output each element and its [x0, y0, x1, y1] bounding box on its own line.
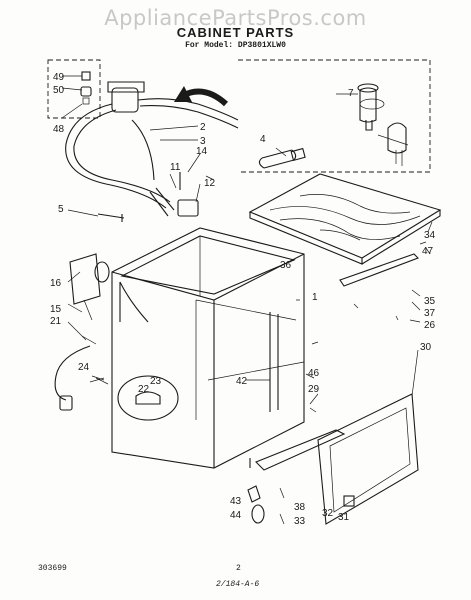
pump-group-box: [238, 59, 431, 173]
callout-49: 49: [53, 72, 65, 83]
callout-5: 5: [58, 204, 64, 215]
watermark: AppliancePartsPros.com: [104, 6, 367, 30]
callout-31: 31: [338, 512, 350, 523]
callout-38: 38: [294, 502, 306, 513]
callout-37: 37: [424, 308, 436, 319]
callout-30: 30: [420, 342, 432, 353]
callout-16: 16: [50, 278, 62, 289]
callout-labels: 49 50 48 2 3 7 4 11 14 12 5 34 47 36 1 3…: [50, 72, 436, 527]
base-rail: [249, 429, 346, 471]
power-cord-assembly: [54, 253, 110, 411]
footer-page-number: 2: [236, 564, 241, 573]
callout-22: 22: [138, 384, 150, 395]
callout-29: 29: [308, 384, 320, 395]
callout-24: 24: [78, 362, 90, 373]
footer-part-number: 303699: [38, 564, 67, 573]
callout-4: 4: [260, 134, 266, 145]
callout-33: 33: [294, 516, 306, 527]
callout-34: 34: [424, 230, 436, 241]
callout-36: 36: [280, 260, 292, 271]
callout-47: 47: [422, 246, 434, 257]
callout-26: 26: [424, 320, 436, 331]
callout-11: 11: [170, 162, 181, 173]
callout-14: 14: [196, 146, 208, 157]
direction-arrow: [174, 86, 229, 107]
model-subtitle: For Model: DP3801XLW0: [185, 41, 286, 50]
pump-hose-assembly: [65, 81, 239, 217]
callout-7: 7: [348, 88, 354, 99]
callout-43: 43: [230, 496, 242, 507]
trim-strip: [339, 253, 419, 287]
callout-44: 44: [230, 510, 242, 521]
callout-50: 50: [53, 85, 65, 96]
callout-32: 32: [322, 508, 334, 519]
callout-42: 42: [236, 376, 248, 387]
footer-handwritten-note: 2/184-A-6: [216, 580, 260, 589]
diagram-title: CABINET PARTS: [176, 25, 295, 40]
callout-21: 21: [50, 316, 62, 327]
cabinet-body: [111, 227, 305, 469]
callout-46: 46: [308, 368, 320, 379]
callout-2: 2: [200, 122, 206, 133]
fasteners: [97, 172, 427, 525]
rear-panel: [317, 393, 419, 525]
callout-1: 1: [312, 292, 318, 303]
callout-48: 48: [53, 124, 65, 135]
callout-12: 12: [204, 178, 216, 189]
callout-35: 35: [424, 296, 436, 307]
callout-3: 3: [200, 136, 206, 147]
leader-lines: [61, 75, 433, 405]
top-plate: [248, 173, 442, 265]
callout-23: 23: [150, 376, 162, 387]
callout-15: 15: [50, 304, 62, 315]
